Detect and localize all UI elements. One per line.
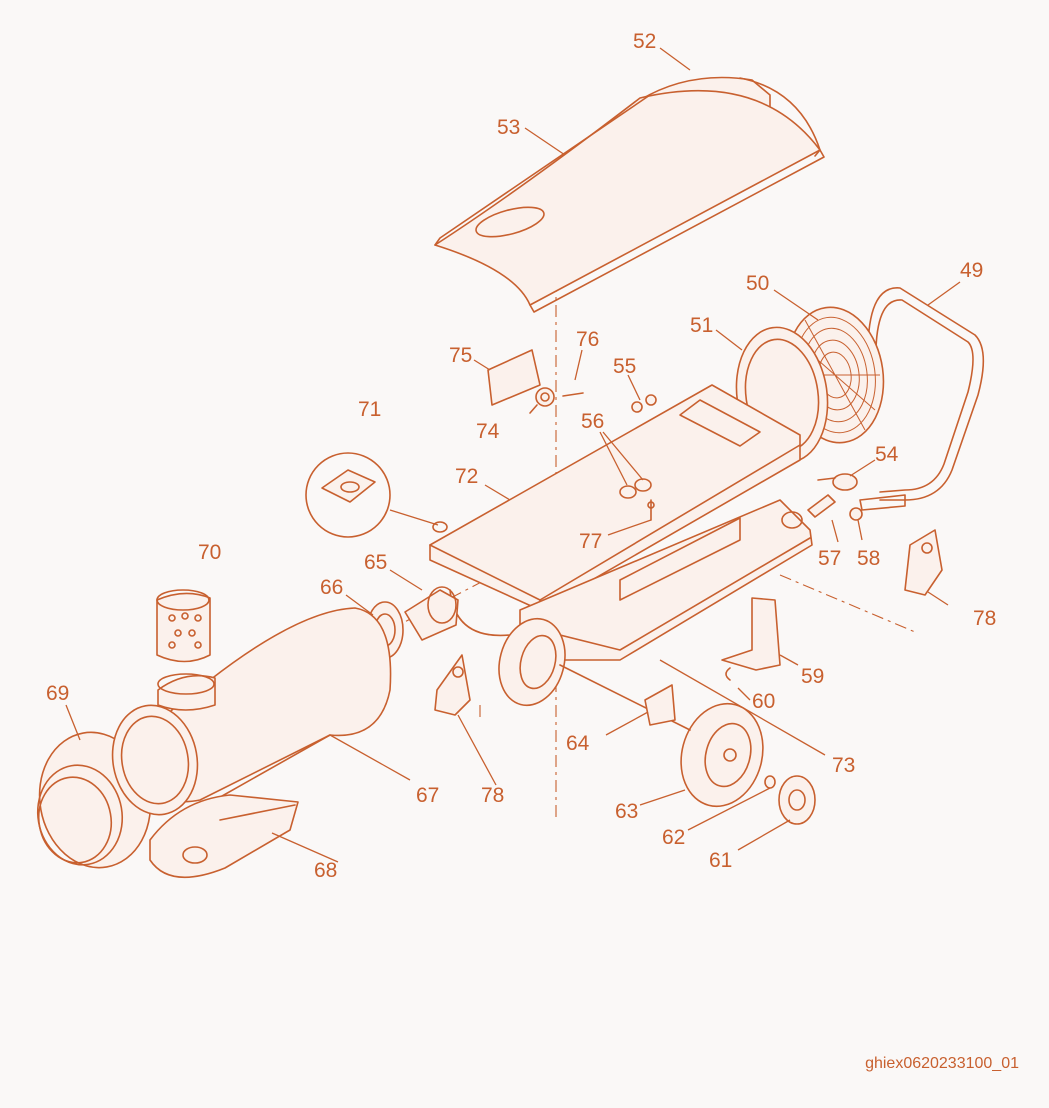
callout-51: 51 (690, 314, 713, 337)
callout-leaders (65, 47, 961, 863)
callout-65: 65 (364, 551, 387, 574)
part-75-control-plate (487, 349, 541, 406)
callout-66: 66 (320, 576, 343, 599)
callout-49: 49 (960, 259, 983, 282)
callout-62: 62 (662, 826, 685, 849)
callout-57: 57 (818, 547, 841, 570)
callout-67: 67 (416, 784, 439, 807)
callout-64: 64 (566, 732, 590, 755)
part-rear-wheel (498, 617, 566, 707)
callout-63: 63 (615, 800, 638, 823)
callout-73: 73 (832, 754, 855, 777)
callout-53: 53 (497, 116, 520, 139)
part-54-bracket (817, 473, 858, 491)
callout-55: 55 (613, 355, 636, 378)
part-78-bracket-left (434, 654, 471, 716)
reference-code: ghiex0620233100_01 (865, 1055, 1019, 1072)
callout-78-left: 78 (481, 784, 504, 807)
callout-71: 71 (358, 398, 381, 421)
callout-75: 75 (449, 344, 472, 367)
callout-69: 69 (46, 682, 69, 705)
part-61-hubcap (778, 775, 816, 825)
callout-50: 50 (746, 272, 769, 295)
part-53-top-cover (434, 89, 825, 313)
callout-54: 54 (875, 443, 899, 466)
part-78-bracket-right (904, 529, 943, 596)
callout-labels: 52 53 49 50 51 75 76 55 71 74 56 54 72 7… (46, 30, 996, 882)
callout-74: 74 (476, 420, 500, 443)
part-55-caps (631, 394, 657, 413)
callout-72: 72 (455, 465, 478, 488)
part-59-support-leg (721, 597, 781, 671)
callout-77: 77 (579, 530, 602, 553)
callout-52: 52 (633, 30, 656, 53)
part-front-collar (111, 704, 199, 816)
callout-59: 59 (801, 665, 824, 688)
part-74-switch (529, 387, 555, 414)
part-68-lower-shroud (149, 794, 299, 879)
part-71-detail-view (305, 452, 448, 538)
part-63-wheel-front (680, 702, 764, 808)
callout-61: 61 (709, 849, 732, 872)
callout-60: 60 (752, 690, 775, 713)
part-62-washer (764, 775, 776, 789)
callout-56: 56 (581, 410, 604, 433)
part-60-clip (725, 667, 731, 681)
callout-78-right: 78 (973, 607, 996, 630)
part-57-nozzle (807, 494, 836, 518)
part-76-pin (562, 392, 584, 397)
part-49-handle (859, 287, 985, 511)
callout-76: 76 (576, 328, 599, 351)
callout-68: 68 (314, 859, 337, 882)
part-70-perforated-sleeve (156, 589, 216, 711)
callout-58: 58 (857, 547, 880, 570)
part-65-burner-head (404, 586, 459, 641)
part-58-nut (849, 507, 863, 521)
part-64-axle (559, 664, 691, 731)
callout-70: 70 (198, 541, 221, 564)
part-77-thermocouple (647, 499, 655, 521)
